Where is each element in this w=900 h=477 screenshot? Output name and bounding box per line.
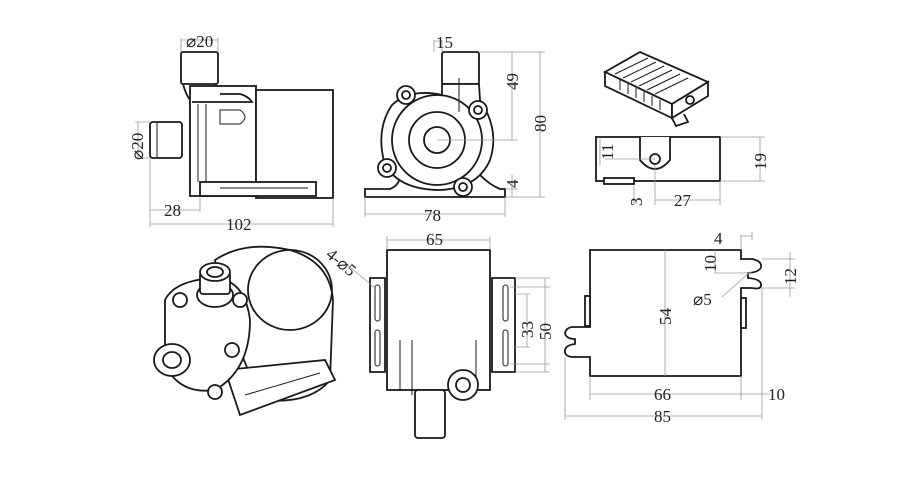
pump-isometric (153, 245, 337, 417)
dim-total-width: 85 (654, 407, 671, 426)
mounting-holes (377, 85, 488, 197)
dim-inlet-offset: 28 (164, 201, 181, 220)
dim-inlet-dia: ⌀20 (128, 133, 147, 160)
dim-base-width: 78 (424, 206, 441, 225)
base-plate-view: 4 10 12 ⌀5 54 66 10 85 (563, 229, 800, 426)
dim-hole-height: 11 (598, 144, 617, 160)
dim-controller-height: 19 (751, 153, 770, 170)
controller-3d (603, 50, 710, 128)
top-view: 65 4-⌀5 33 50 (322, 230, 555, 439)
dim-outlet-width: 15 (436, 33, 453, 52)
dim-slot-width: 12 (781, 268, 800, 285)
front-view: 15 49 80 4 78 (364, 33, 550, 225)
dim-plate-height: 54 (656, 308, 675, 326)
dim-slot-offset: 10 (701, 255, 720, 272)
dim-plate-tab: 10 (768, 385, 785, 404)
dim-total-length: 102 (226, 215, 252, 234)
dim-base-thickness: 4 (503, 179, 522, 188)
side-view: ⌀20 ⌀20 28 102 (128, 32, 334, 234)
dim-hole-offset: 27 (674, 191, 692, 210)
dim-plate-width: 66 (654, 385, 671, 404)
controller-side: 11 19 3 27 (595, 136, 770, 210)
dim-tab: 3 (627, 198, 646, 207)
dim-flange-length: 50 (536, 323, 555, 340)
dim-top-width: 65 (426, 230, 443, 249)
dim-outlet-height: 49 (503, 73, 522, 90)
dim-hole-dia: ⌀5 (693, 290, 712, 309)
dim-outlet-dia: ⌀20 (186, 32, 213, 51)
dim-slot-depth: 4 (714, 229, 723, 248)
dim-total-height: 80 (531, 115, 550, 132)
dim-hole-spacing: 33 (518, 321, 537, 338)
